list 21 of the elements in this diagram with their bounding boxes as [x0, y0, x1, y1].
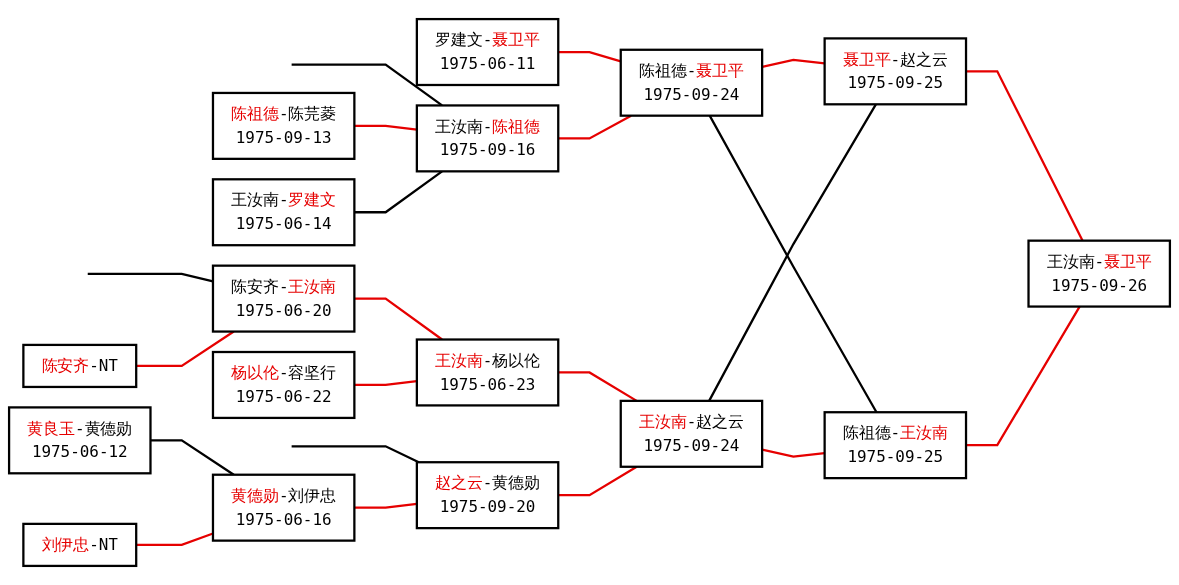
node-box: 罗建文-聂卫平 1975-06-11: [415, 17, 560, 87]
node-box: 杨以伦-容坚行 1975-06-22: [211, 350, 356, 420]
node-box: 王汝南-赵之云 1975-09-24: [619, 399, 764, 468]
node-box: 陈祖德-聂卫平 1975-09-24: [619, 48, 764, 117]
node-box: 王汝南-杨以伦 1975-06-23: [415, 338, 560, 407]
node-box: 陈安齐-王汝南 1975-06-20: [211, 264, 356, 333]
node-box: 赵之云-黄德勋 1975-09-20: [415, 461, 560, 530]
connector: [291, 445, 420, 464]
node-box: 刘伊忠-NT: [22, 522, 138, 568]
connector: [354, 502, 417, 509]
node-box: 王汝南-聂卫平 1975-09-26: [1027, 239, 1172, 308]
node-box: 王汝南-陈祖德 1975-09-16: [415, 104, 560, 173]
node-box: 陈祖德-王汝南 1975-09-25: [823, 411, 968, 480]
node-box: 王汝南-罗建文 1975-06-14: [211, 178, 356, 247]
node-box: 聂卫平-赵之云 1975-09-25: [823, 37, 968, 106]
connector: [354, 380, 417, 387]
node-box: 陈祖德-陈芫菱 1975-09-13: [211, 91, 356, 160]
node-box: 陈安齐-NT: [22, 343, 138, 389]
node-box: 黄良玉-黄德勋 1975-06-12: [7, 406, 152, 475]
connector: [354, 124, 417, 131]
node-box: 黄德勋-刘伊忠 1975-06-16: [211, 473, 356, 542]
